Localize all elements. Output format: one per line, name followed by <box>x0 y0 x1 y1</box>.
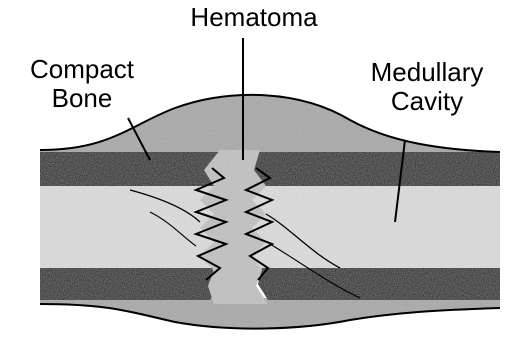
compact-bone-label-line2: Bone <box>2 84 162 113</box>
lower-cortex-left <box>40 268 220 300</box>
medullary-cavity-label-line1: Medullary <box>352 58 502 87</box>
lower-callus <box>40 298 500 329</box>
compact-bone-label-line1: Compact <box>2 55 162 84</box>
medullary-cavity-label: Medullary Cavity <box>352 58 502 116</box>
lower-cortex-right <box>258 268 500 300</box>
hematoma-label-text: Hematoma <box>190 2 317 32</box>
upper-cortex-left <box>40 152 226 186</box>
upper-cortex-right <box>254 152 500 186</box>
compact-bone-label: Compact Bone <box>2 55 162 113</box>
hematoma-label: Hematoma <box>164 3 344 32</box>
medullary-cavity-label-line2: Cavity <box>352 87 502 116</box>
medullary-cavity-region <box>40 184 500 270</box>
